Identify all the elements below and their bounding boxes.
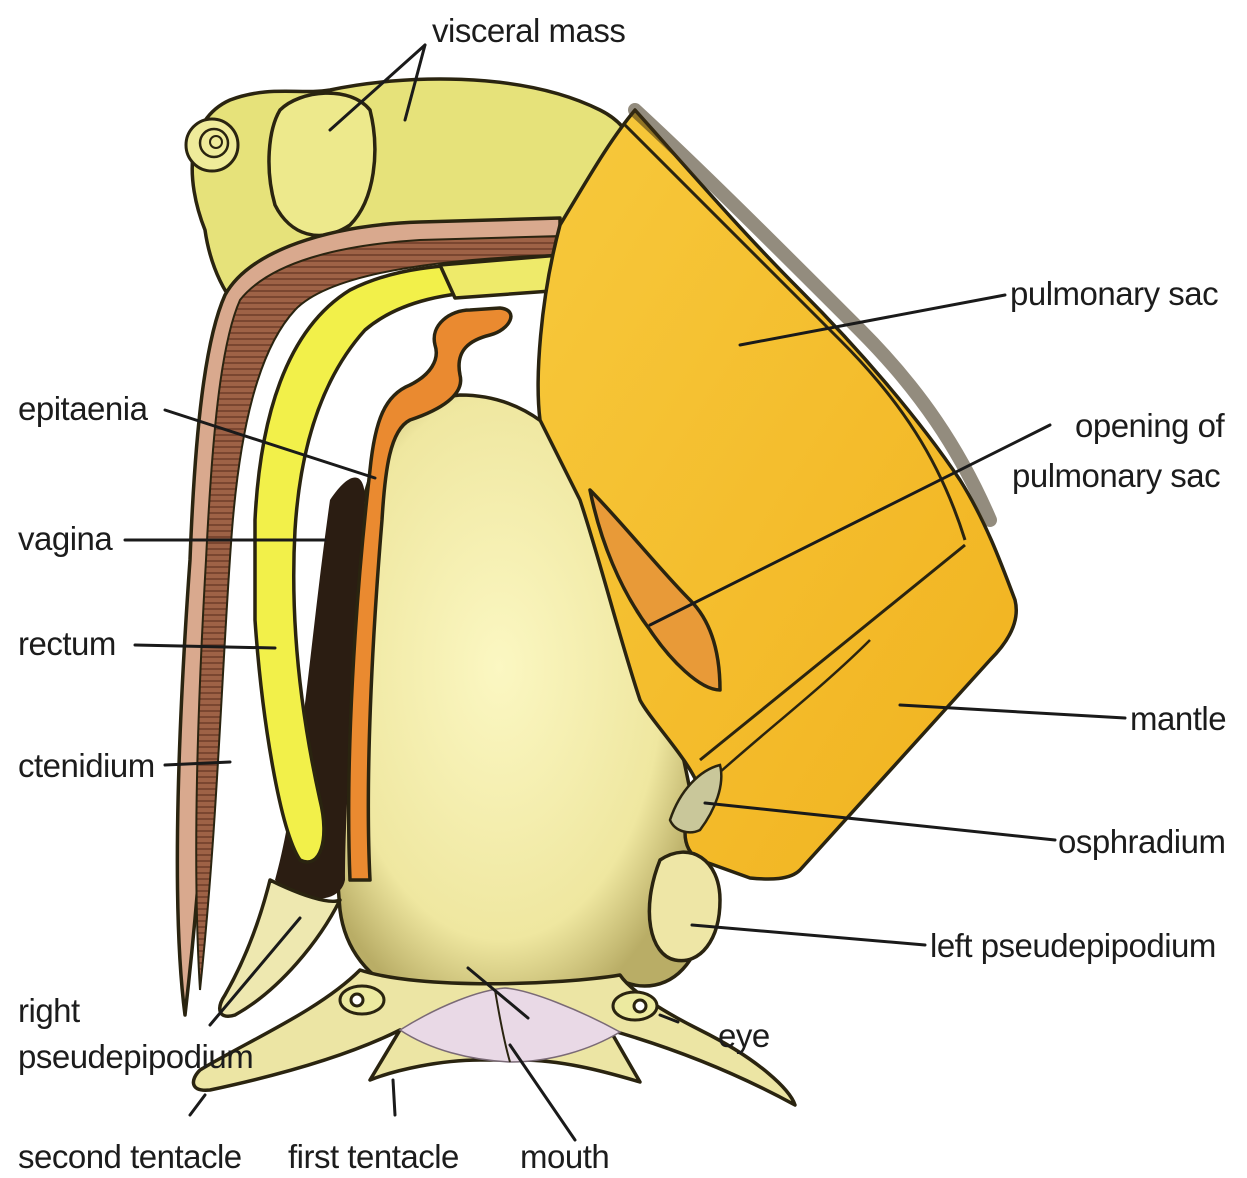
label-vagina: vagina xyxy=(18,520,113,557)
label-mouth: mouth xyxy=(520,1138,609,1175)
label-first-tentacle: first tentacle xyxy=(288,1138,459,1175)
label-pulmonary-sac: pulmonary sac xyxy=(1010,275,1218,312)
label-right-line2: pseudepipodium xyxy=(18,1038,253,1075)
label-opening-line2: pulmonary sac xyxy=(1012,457,1220,494)
label-mantle: mantle xyxy=(1130,700,1226,737)
label-eye: eye xyxy=(718,1017,770,1054)
label-right-line1: right xyxy=(18,992,80,1029)
eye-right xyxy=(340,986,384,1014)
label-second-tentacle: second tentacle xyxy=(18,1138,242,1175)
label-ctenidium: ctenidium xyxy=(18,747,155,784)
right-pseudepipodium-shape xyxy=(220,880,340,1016)
label-osphradium: osphradium xyxy=(1058,823,1225,860)
label-left-pseudepipodium: left pseudepipodium xyxy=(930,927,1216,964)
label-rectum: rectum xyxy=(18,625,116,662)
label-opening-line1: opening of xyxy=(1075,407,1225,444)
label-epitaenia: epitaenia xyxy=(18,390,149,427)
eye-left xyxy=(613,992,657,1020)
label-visceral-mass: visceral mass xyxy=(432,12,625,49)
left-pseudepipodium-shape xyxy=(649,852,720,960)
